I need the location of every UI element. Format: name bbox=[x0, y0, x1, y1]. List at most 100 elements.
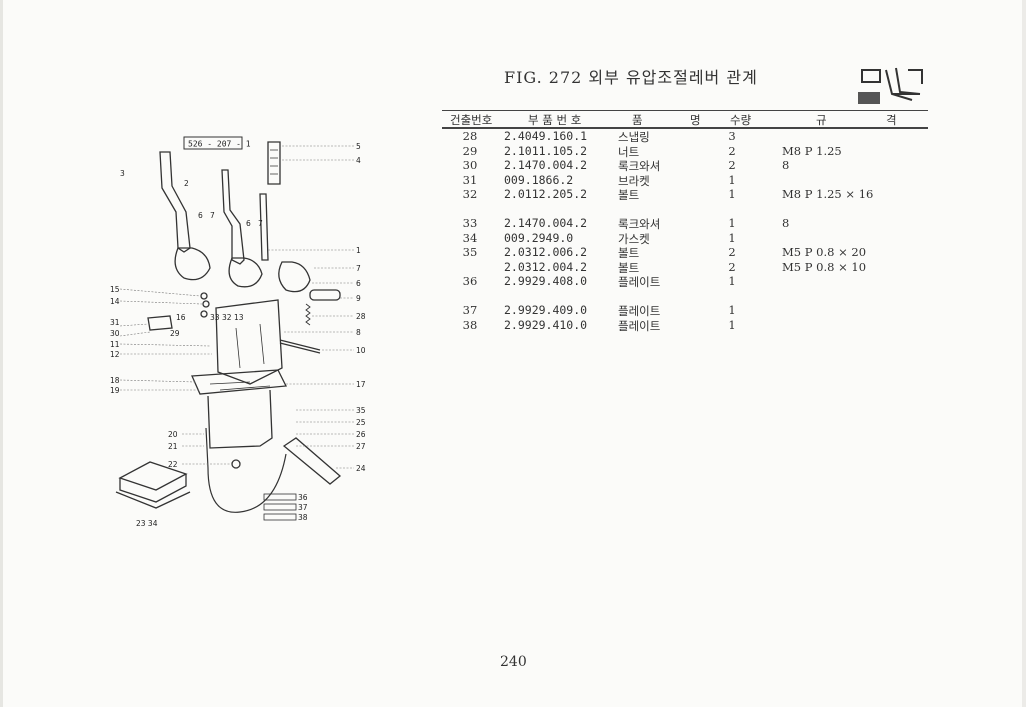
cell-spec: M5 P 0.8 × 10 bbox=[782, 259, 867, 274]
cell-no: 38 bbox=[462, 317, 478, 332]
cell-qty: 1 bbox=[728, 302, 736, 317]
callout-28: 28 bbox=[356, 312, 366, 321]
cell-part-number: 2.1011.105.2 bbox=[504, 143, 588, 158]
callout-21: 21 bbox=[168, 442, 178, 451]
cell-name: 록크와셔 bbox=[618, 216, 661, 231]
callout-7: 7 bbox=[210, 211, 215, 220]
figure-title: FIG. 272 외부 유압조절레버 관계 bbox=[504, 68, 758, 87]
cell-part-number: 2.0312.006.2 bbox=[504, 245, 588, 260]
cell-qty: 1 bbox=[728, 317, 736, 332]
cell-qty: 1 bbox=[728, 230, 736, 245]
cell-no: 28 bbox=[462, 129, 478, 143]
header-qty: 수량 bbox=[730, 113, 752, 127]
boss-right bbox=[278, 261, 311, 293]
callout-10: 10 bbox=[356, 346, 366, 355]
callout-7-third: 7 bbox=[356, 264, 361, 273]
header-name-a: 품 bbox=[632, 113, 643, 127]
callout-26: 26 bbox=[356, 430, 366, 439]
callout-13: 13 bbox=[234, 313, 244, 322]
spring-28 bbox=[305, 303, 311, 326]
header-name-b: 명 bbox=[690, 113, 701, 127]
page-number: 240 bbox=[500, 654, 527, 670]
header-spec-b: 격 bbox=[886, 113, 897, 127]
base-plate-slots bbox=[209, 381, 271, 391]
plate-36 bbox=[263, 493, 297, 501]
pin-9 bbox=[309, 289, 341, 301]
knob-grip bbox=[270, 149, 278, 175]
housing bbox=[215, 299, 283, 385]
lever-3 bbox=[159, 151, 191, 253]
callout-38: 38 bbox=[298, 513, 308, 522]
cell-name: 브라켓 bbox=[618, 173, 650, 188]
bolt-16 bbox=[200, 310, 208, 318]
callout-1: 1 bbox=[356, 246, 361, 255]
cell-no: 36 bbox=[462, 274, 478, 289]
callout-23-34: 23 34 bbox=[136, 519, 158, 528]
callout-16: 16 bbox=[176, 313, 186, 322]
bracket-31 bbox=[147, 315, 173, 331]
cell-qty: 3 bbox=[728, 129, 736, 143]
cell-no: 35 bbox=[462, 245, 478, 260]
cell-part-number: 2.0312.004.2 bbox=[504, 259, 588, 274]
cell-qty: 2 bbox=[728, 143, 736, 158]
cell-qty: 2 bbox=[728, 259, 736, 274]
callout-22: 22 bbox=[168, 460, 178, 469]
callout-12: 12 bbox=[110, 350, 120, 359]
gasket-box-side bbox=[119, 474, 187, 503]
cell-qty: 1 bbox=[728, 187, 736, 202]
thumb-frame bbox=[908, 69, 923, 84]
cell-no: 29 bbox=[462, 143, 478, 158]
thumbnail-pictogram bbox=[858, 67, 923, 104]
boss-middle bbox=[228, 257, 263, 288]
table-row: 37 2.9929.409.0 플레이트 1 bbox=[442, 303, 928, 318]
cell-part-number: 2.9929.409.0 bbox=[504, 302, 588, 317]
cell-no: 37 bbox=[462, 302, 478, 317]
cell-name: 플레이트 bbox=[618, 275, 661, 290]
callout-37: 37 bbox=[298, 503, 308, 512]
washer-14 bbox=[202, 300, 210, 308]
callout-17: 17 bbox=[356, 380, 366, 389]
callout-25: 25 bbox=[356, 418, 366, 427]
callout-36: 36 bbox=[298, 493, 308, 502]
base-plate bbox=[191, 369, 288, 395]
cell-part-number: 2.0112.205.2 bbox=[504, 187, 588, 202]
table-header: 건출번호 부 품 번 호 품 명 수량 규 격 bbox=[442, 110, 928, 129]
callout-6-third: 6 bbox=[356, 279, 361, 288]
callout-5: 5 bbox=[356, 142, 361, 151]
rod-1 bbox=[259, 193, 269, 261]
cell-name: 플레이트 bbox=[618, 303, 661, 318]
bolt-10 bbox=[279, 339, 321, 354]
cell-no: 31 bbox=[462, 172, 478, 187]
cell-name: 가스켓 bbox=[618, 231, 650, 246]
boss-left bbox=[174, 247, 211, 281]
callout-8: 8 bbox=[356, 328, 361, 337]
callout-14: 14 bbox=[110, 297, 120, 306]
cell-part-number: 2.1470.004.2 bbox=[504, 215, 588, 230]
cell-no: 34 bbox=[462, 230, 478, 245]
callout-20: 20 bbox=[168, 430, 178, 439]
cell-qty: 1 bbox=[728, 215, 736, 230]
header-spec-a: 규 bbox=[816, 113, 827, 127]
callout-30: 30 bbox=[110, 329, 120, 338]
callout-11: 11 bbox=[110, 340, 120, 349]
cell-qty: 1 bbox=[728, 172, 736, 187]
cell-no: 33 bbox=[462, 215, 478, 230]
cell-no: 30 bbox=[462, 158, 478, 173]
callout-18: 18 bbox=[110, 376, 120, 385]
page-edge-left bbox=[0, 0, 3, 707]
cell-spec: M8 P 1.25 bbox=[782, 143, 842, 158]
leader-lines bbox=[119, 145, 354, 469]
cell-qty: 1 bbox=[728, 274, 736, 289]
callout-7-second: 7 bbox=[258, 219, 263, 228]
cylinder-24 bbox=[282, 437, 342, 485]
group-gap bbox=[442, 202, 928, 216]
cell-name: 볼트 bbox=[618, 246, 640, 261]
